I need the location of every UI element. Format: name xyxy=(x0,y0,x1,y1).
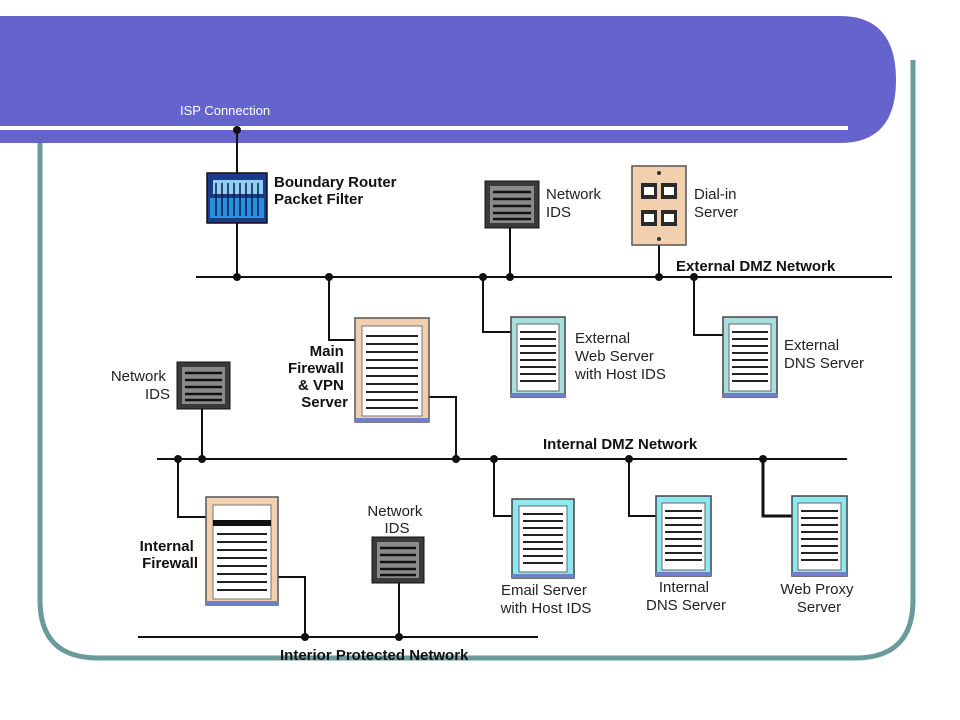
internal-firewall-icon xyxy=(205,496,279,606)
external-web-server-label: External Web Server with Host IDS xyxy=(574,330,666,383)
internal-dns-server-icon xyxy=(655,495,712,577)
internal-dns-server-label: Internal DNS Server xyxy=(646,579,726,614)
network-ids-bottom-icon xyxy=(371,536,425,584)
boundary-router-icon xyxy=(206,172,268,224)
main-firewall-icon xyxy=(354,317,430,423)
web-proxy-server-icon xyxy=(791,495,848,577)
network-ids-left-icon xyxy=(176,361,231,410)
slide-frame xyxy=(37,60,916,661)
dial-in-server-label: Dial-in Server xyxy=(694,186,741,221)
external-dns-server-label: External DNS Server xyxy=(784,337,864,372)
email-server-icon xyxy=(511,498,575,579)
external-dns-server-icon xyxy=(722,316,778,398)
title-banner xyxy=(0,16,896,143)
internal-dmz-label: Internal DMZ Network xyxy=(543,436,698,453)
junction-dots xyxy=(174,126,767,641)
network-ids-bottom-label: Network IDS xyxy=(367,503,426,537)
external-dmz-label: External DMZ Network xyxy=(676,258,836,275)
isp-connection-label: ISP Connection xyxy=(180,103,270,118)
network-ids-left-label: Network IDS xyxy=(111,368,170,403)
network-ids-top-label: Network IDS xyxy=(546,186,605,221)
dial-in-server-icon xyxy=(631,165,687,246)
main-firewall-label: Main Firewall & VPN Server xyxy=(288,343,348,411)
boundary-router-label: Boundary Router Packet Filter xyxy=(274,174,401,208)
web-proxy-server-label: Web Proxy Server xyxy=(780,581,857,616)
email-server-label: Email Server with Host IDS xyxy=(500,582,592,617)
network-ids-top-icon xyxy=(484,180,540,229)
interior-network-label: Interior Protected Network xyxy=(280,647,469,664)
wiring xyxy=(138,130,892,638)
internal-firewall-label: Internal Firewall xyxy=(140,538,198,572)
external-web-server-icon xyxy=(510,316,566,398)
